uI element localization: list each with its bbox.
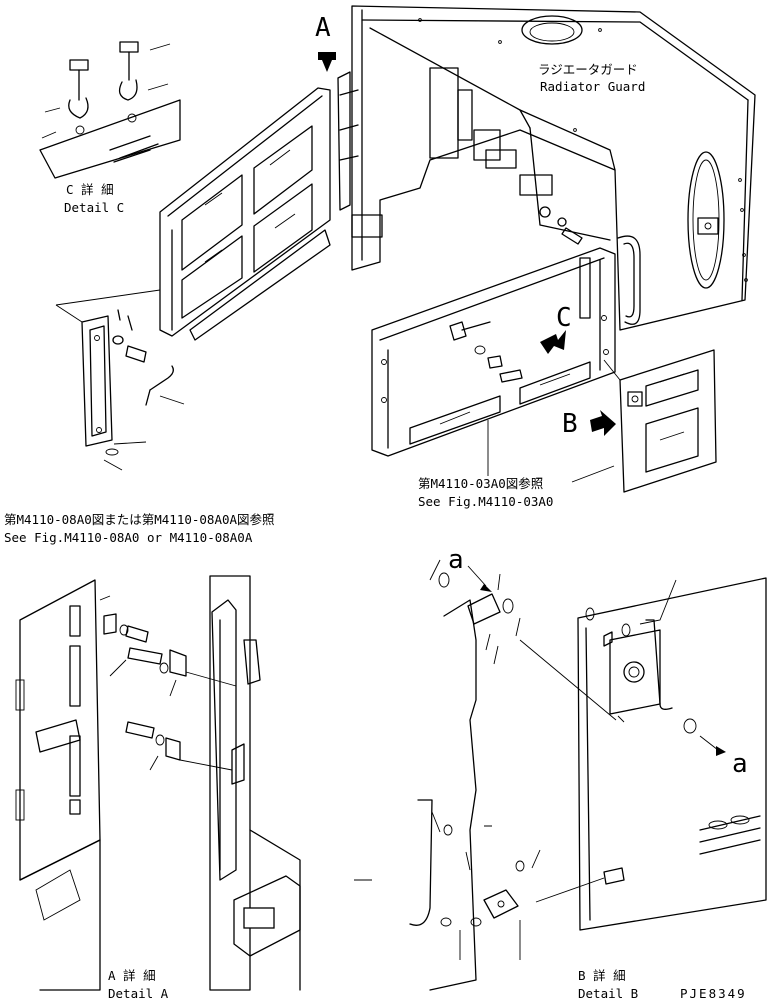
radiator-guard-label-en: Radiator Guard [540,79,645,94]
view-arrow-a-top [318,52,336,72]
detail-a-label-ja: A 詳 細 [108,968,156,983]
radiator-guard-body [337,5,756,331]
view-letter-a-lower-top: a [448,545,464,575]
panel-b [603,349,717,493]
detail-c-label-ja: C 詳 細 [66,182,114,197]
view-letter-b-upper: B [562,409,578,439]
front-panel [371,247,616,457]
detail-b-drawing [354,559,767,991]
ref-left-ja: 第M4110-08A0図または第M4110-08A0A図参照 [4,512,275,527]
detail-c-label-en: Detail C [64,200,124,215]
detail-a-label-en: Detail A [108,986,169,1001]
radiator-guard-label-ja: ラジエータガード [538,62,638,77]
leader-line [571,465,615,483]
ref-right-en: See Fig.M4110-03A0 [418,494,553,509]
detail-b-label-ja: B 詳 細 [578,968,626,983]
side-door-panel [159,87,331,341]
view-letter-c: C [556,303,572,333]
view-letter-a-top: A [315,13,331,43]
detail-a-drawing [15,575,301,991]
detail-b-label-en: Detail B [578,986,638,1001]
view-arrow-c [540,330,566,354]
ref-left-en: See Fig.M4110-08A0 or M4110-08A0A [4,530,253,545]
view-letter-a-lower-right: a [732,749,748,779]
detail-c-drawing [39,41,181,179]
hinge-assembly [55,289,185,471]
ref-right-ja: 第M4110-03A0図参照 [418,476,543,491]
drawing-code: PJE8349 [680,986,747,1001]
view-arrow-b [590,410,616,436]
view-arrow-a-lower [467,565,492,592]
